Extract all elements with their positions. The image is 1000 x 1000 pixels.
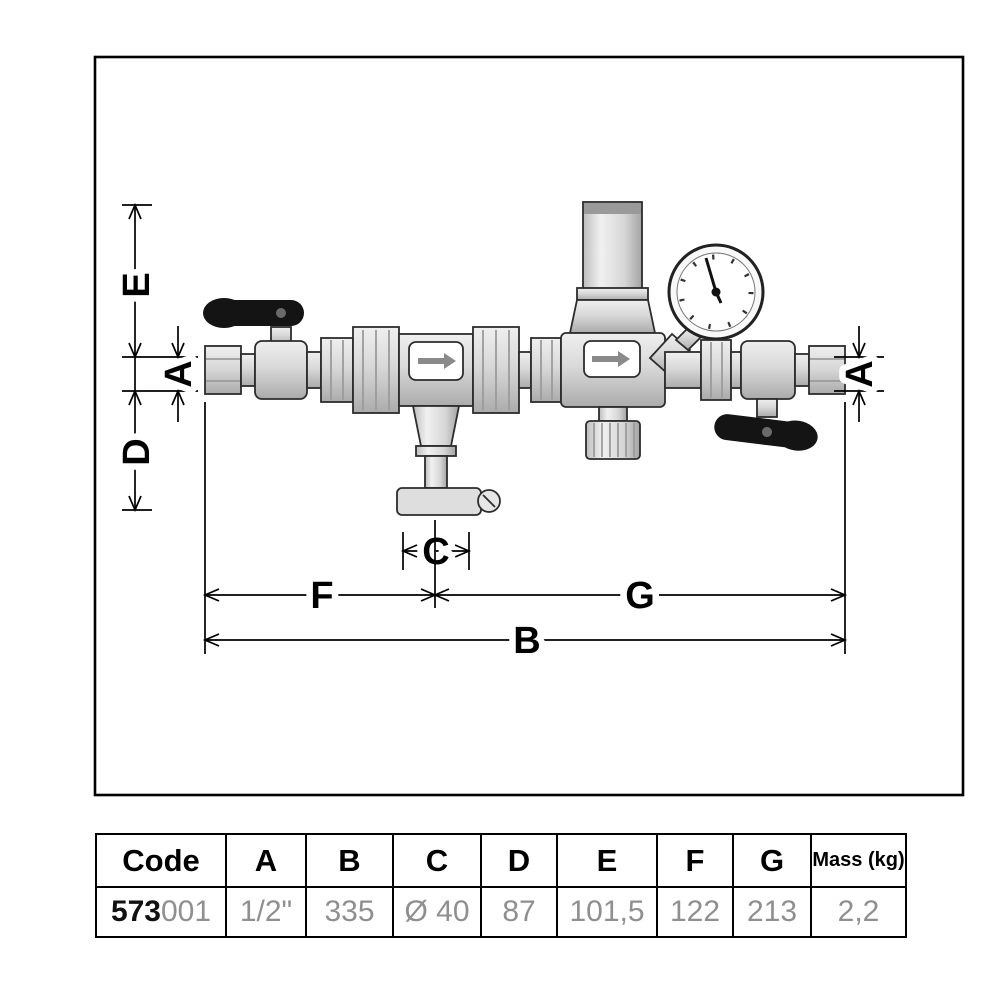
header-a: A [225,833,307,888]
header-c: C [392,833,482,888]
union-nut-left [320,337,354,403]
check-valve [352,326,520,516]
pressure-gauge [667,243,765,341]
value-mass: 2,2 [810,886,907,938]
header-code: Code [95,833,227,888]
code-size: 001 [161,895,212,928]
header-f: F [656,833,734,888]
valve-assembly [203,201,846,516]
right-valve-handle [714,414,818,451]
value-b: 335 [305,886,394,938]
value-f: 122 [656,886,734,938]
header-mass: Mass (kg) [810,833,907,888]
union-nut-right [700,339,732,401]
dimension-a-left: A [122,326,207,422]
left-valve-handle [203,298,304,328]
dim-label-e: E [116,272,158,297]
dimension-b: B [202,614,848,669]
value-a: 1/2" [225,886,307,938]
code-series: 573 [110,895,161,928]
adjustment-knob [585,420,641,460]
dim-label-d: D [116,438,158,465]
dim-label-c: C [422,531,449,573]
drain-bracket [396,405,501,516]
value-d: 87 [480,886,558,938]
dim-label-g: G [625,575,655,617]
header-e: E [556,833,658,888]
flow-arrow-icon [418,353,456,369]
dimension-g: G [432,569,848,624]
table-header-row: Code A B C D E F G Mass (kg) [95,833,907,888]
value-e: 101,5 [556,886,658,938]
value-code: 573001 [95,886,227,938]
dimension-c: C [400,525,472,580]
flow-arrow-icon [592,351,630,367]
dim-label-a-left: A [158,360,200,387]
dimension-a-right: A [833,326,888,422]
right-ball-valve [714,340,846,451]
value-c: Ø 40 [392,886,482,938]
dim-label-b: B [513,620,540,662]
pressure-reducer [560,201,704,460]
dimension-d: D [110,357,165,513]
dimension-table: Code A B C D E F G Mass (kg) 573001 1/2"… [95,833,907,938]
left-ball-valve [203,298,322,400]
value-g: 213 [732,886,812,938]
dim-label-a-right: A [839,360,881,387]
header-d: D [480,833,558,888]
drawing-frame [93,55,965,797]
technical-drawing: E A D A C F [93,55,965,797]
gauge-needle [704,257,718,293]
gauge-ticks [678,254,754,330]
header-b: B [305,833,394,888]
dim-label-f: F [310,575,333,617]
header-g: G [732,833,812,888]
table-value-row: 573001 1/2" 335 Ø 40 87 101,5 122 213 2,… [95,886,907,938]
union-nut-mid [530,337,562,403]
